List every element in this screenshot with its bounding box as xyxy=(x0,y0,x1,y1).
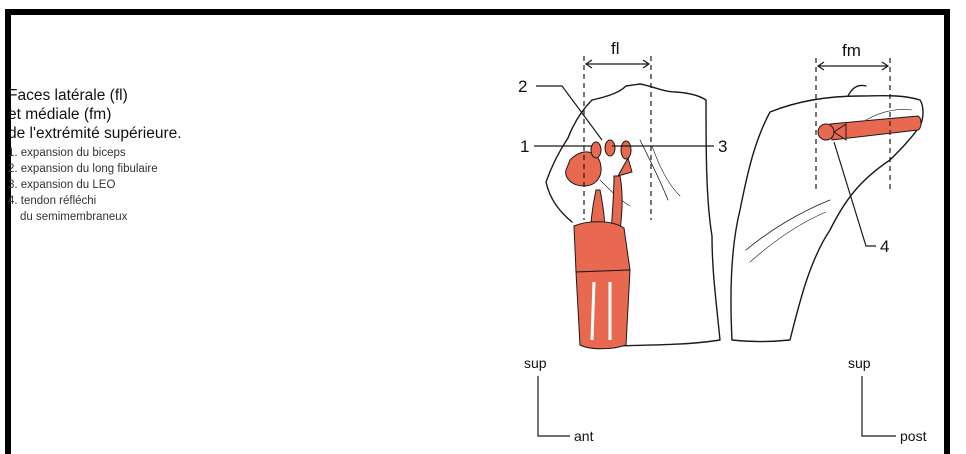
medial-bone-condyle xyxy=(848,85,866,96)
left-ant-label: ant xyxy=(574,428,594,444)
biceps-tendon-tail xyxy=(576,270,630,349)
insertion-2 xyxy=(605,140,615,156)
callout-3: 3 xyxy=(718,137,727,156)
medial-tendon xyxy=(818,116,921,140)
insertion-1 xyxy=(591,142,601,158)
fm-label: fm xyxy=(842,41,861,60)
callout-2: 2 xyxy=(518,77,527,96)
right-sup-label: sup xyxy=(848,355,871,371)
lateral-bone-top xyxy=(568,100,592,138)
lateral-tendons xyxy=(566,140,632,349)
fl-label: fl xyxy=(611,39,620,58)
callout-2-leader xyxy=(536,86,602,140)
leo-arrow xyxy=(618,158,632,176)
biceps-tendon-lower xyxy=(574,222,630,272)
left-orientation-axes xyxy=(538,376,570,436)
callout-4-leader xyxy=(834,142,876,246)
insertion-4 xyxy=(818,124,834,140)
left-sup-label: sup xyxy=(524,355,547,371)
callout-4: 4 xyxy=(880,237,889,256)
callout-1: 1 xyxy=(520,137,529,156)
right-post-label: post xyxy=(900,428,927,444)
right-orientation-axes xyxy=(862,376,896,436)
insertion-3 xyxy=(621,141,631,159)
